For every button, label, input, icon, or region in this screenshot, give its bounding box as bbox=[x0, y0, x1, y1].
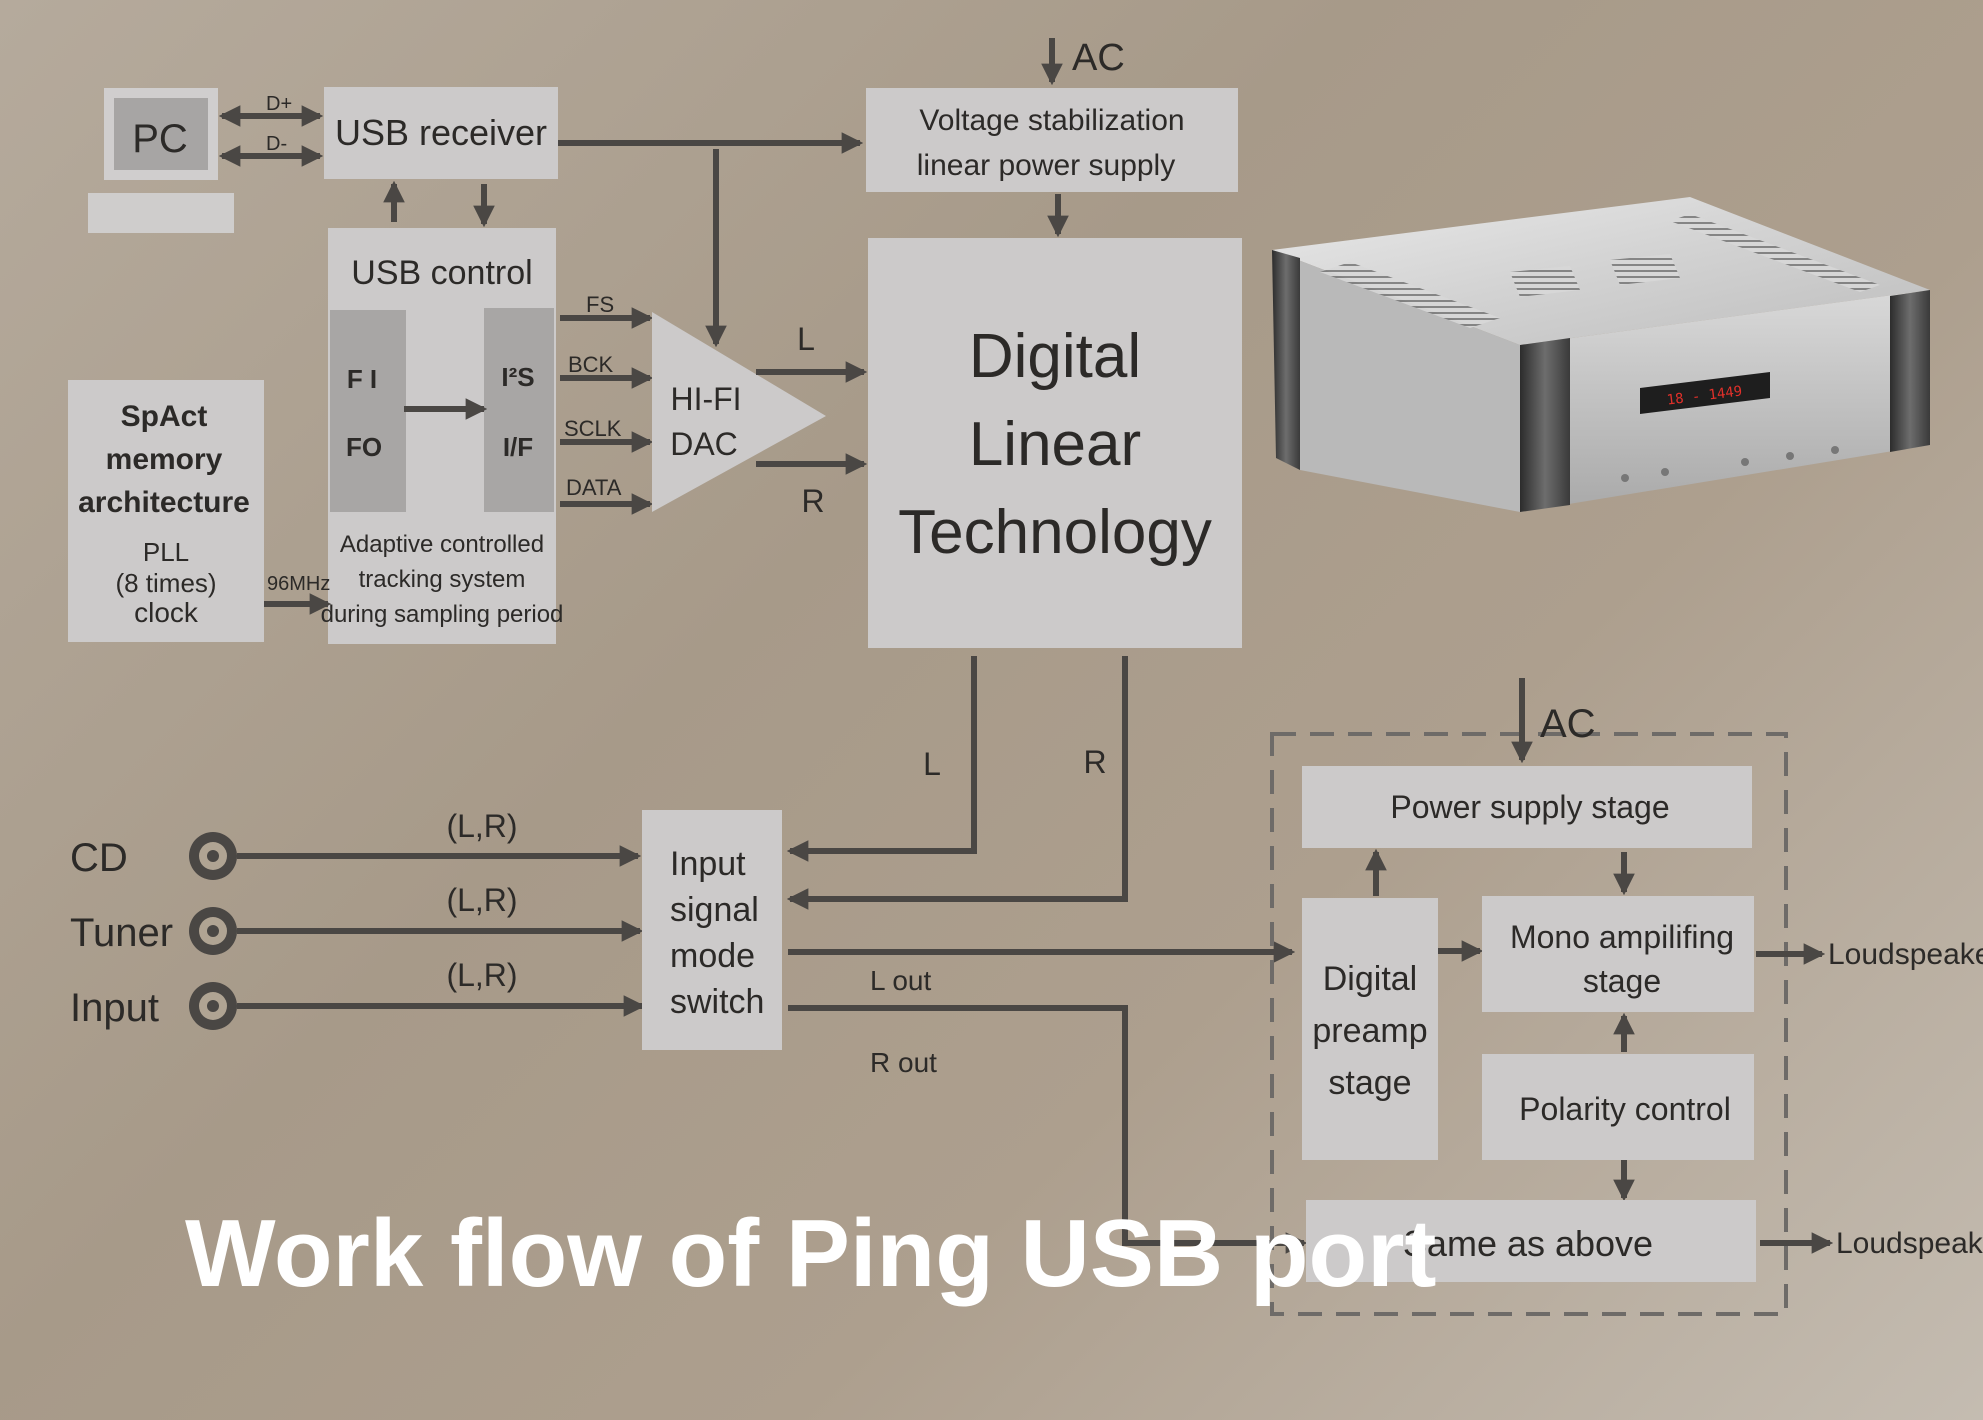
adaptive-line-2: tracking system bbox=[359, 566, 526, 593]
dlt-l-label: L bbox=[923, 746, 941, 782]
spact-line-3: architecture bbox=[78, 486, 250, 519]
fs-label: FS bbox=[586, 292, 614, 317]
input-row-tuner: Tuner (L,R) bbox=[70, 882, 644, 955]
dlt-r-to-switch bbox=[786, 656, 1128, 910]
d-plus-label: D+ bbox=[266, 93, 292, 115]
spact-block bbox=[68, 380, 264, 642]
usb-control-label: USB control bbox=[351, 254, 532, 292]
cd-label: CD bbox=[70, 836, 128, 880]
input-channel-label: (L,R) bbox=[446, 957, 517, 993]
fifo-top-label: F I bbox=[347, 364, 377, 394]
same-as-above-block bbox=[1306, 1200, 1756, 1282]
cd-channel-label: (L,R) bbox=[446, 808, 517, 844]
clock-freq-label: 96MHz bbox=[267, 573, 330, 595]
page-title: Work flow of Ping USB port bbox=[185, 1200, 1436, 1307]
input-row-input: Input (L,R) bbox=[70, 957, 646, 1030]
dlt-line-2: Linear bbox=[969, 410, 1141, 479]
bck-label: BCK bbox=[568, 352, 614, 377]
fifo-bottom-label: FO bbox=[346, 432, 382, 462]
switch-line-3: mode bbox=[670, 937, 755, 975]
spact-line-1: SpAct bbox=[121, 400, 208, 433]
power-supply-stage-block bbox=[1302, 766, 1752, 848]
d-minus-label: D- bbox=[266, 133, 287, 155]
dac-r-label: R bbox=[801, 483, 824, 519]
preamp-line-1: Digital bbox=[1323, 960, 1417, 998]
tuner-channel-label: (L,R) bbox=[446, 882, 517, 918]
tuner-label: Tuner bbox=[70, 911, 173, 955]
power-supply-stage-label: Power supply stage bbox=[1390, 789, 1669, 825]
dlt-block bbox=[868, 238, 1242, 648]
data-label: DATA bbox=[566, 475, 622, 500]
preamp-line-3: stage bbox=[1328, 1064, 1411, 1102]
ac-amp-label: AC bbox=[1540, 702, 1596, 746]
voltage-supply-block bbox=[866, 88, 1238, 192]
r-out-arrow bbox=[788, 1005, 1308, 1254]
i2s-block bbox=[484, 308, 554, 512]
usb-receiver-block bbox=[324, 87, 558, 179]
amplifier-device-image: 18 - 1449 bbox=[1272, 197, 1930, 512]
pll-line-3: clock bbox=[134, 597, 199, 628]
input-row-cd: CD (L,R) bbox=[70, 808, 642, 880]
amplifier-section-frame bbox=[1270, 732, 1788, 1316]
switch-line-1: Input bbox=[670, 845, 746, 883]
dlt-line-3: Technology bbox=[898, 498, 1212, 567]
adaptive-line-1: Adaptive controlled bbox=[340, 531, 544, 558]
spact-line-2: memory bbox=[106, 443, 223, 476]
pll-line-1: PLL bbox=[143, 537, 189, 567]
digital-preamp-block bbox=[1302, 898, 1438, 1160]
voltage-line-2: linear power supply bbox=[917, 149, 1175, 182]
input-switch-block bbox=[642, 810, 782, 1050]
mono-amp-block bbox=[1482, 896, 1754, 1012]
dac-l-label: L bbox=[797, 321, 815, 357]
dac-line-1: HI-FI bbox=[670, 381, 741, 417]
polarity-control-block bbox=[1482, 1054, 1754, 1160]
usb-receiver-label: USB receiver bbox=[335, 112, 547, 153]
mono-line-1: Mono ampilifing bbox=[1510, 919, 1734, 955]
dlt-l-to-switch bbox=[786, 656, 977, 862]
polarity-control-label: Polarity control bbox=[1519, 1091, 1731, 1127]
ac-top-label: AC bbox=[1072, 37, 1125, 79]
switch-line-4: switch bbox=[670, 983, 764, 1021]
loudspeaker-2-label: Loudspeaker bbox=[1836, 1227, 1983, 1260]
preamp-line-2: preamp bbox=[1312, 1012, 1427, 1050]
r-out-label: R out bbox=[870, 1047, 937, 1078]
sclk-label: SCLK bbox=[564, 416, 622, 441]
i2s-bottom-label: I/F bbox=[503, 432, 533, 462]
switch-line-2: signal bbox=[670, 891, 759, 929]
hifi-dac-block bbox=[652, 312, 826, 512]
pc-icon: PC bbox=[88, 88, 234, 233]
pc-label: PC bbox=[132, 117, 188, 161]
dlt-line-1: Digital bbox=[969, 322, 1141, 391]
dac-line-2: DAC bbox=[670, 426, 738, 462]
l-out-label: L out bbox=[870, 965, 931, 996]
voltage-line-1: Voltage stabilization bbox=[919, 104, 1184, 137]
i2s-top-label: I²S bbox=[501, 362, 534, 392]
fifo-block bbox=[330, 310, 406, 512]
mono-line-2: stage bbox=[1583, 963, 1661, 999]
loudspeaker-1-label: Loudspeaker bbox=[1828, 938, 1983, 971]
dlt-r-label: R bbox=[1083, 744, 1106, 780]
adaptive-line-3: during sampling period bbox=[321, 601, 564, 628]
pll-line-2: (8 times) bbox=[115, 568, 216, 598]
same-as-above-label: Same as above bbox=[1403, 1223, 1653, 1264]
input-label: Input bbox=[70, 986, 159, 1030]
